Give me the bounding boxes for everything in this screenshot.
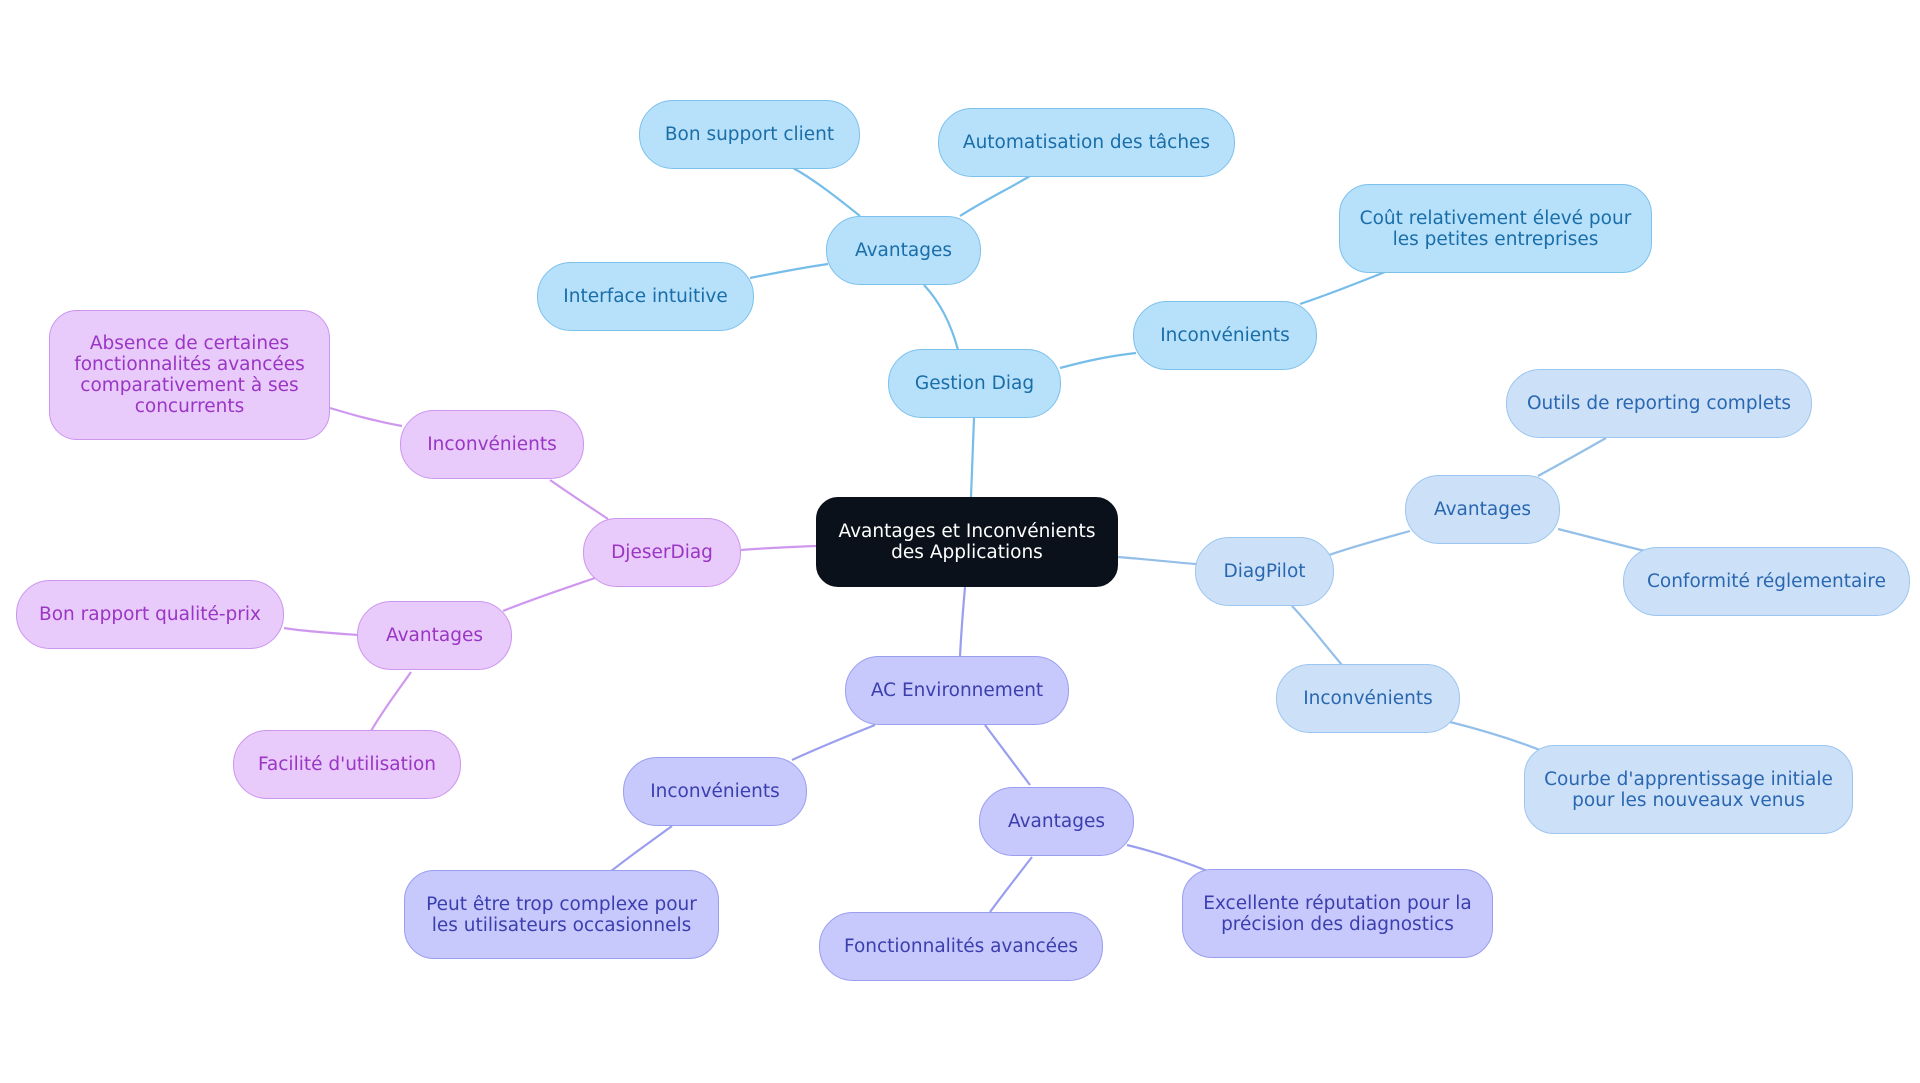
gestion-drawbacks-node: Inconvénients xyxy=(1133,301,1317,370)
djeserdiag-node: DjeserDiag xyxy=(583,518,741,587)
diagpilot-drawbacks-node: Inconvénients xyxy=(1276,664,1460,733)
diagpilot-adv-reporting-node: Outils de reporting complets xyxy=(1506,369,1812,438)
edge-ac-adv-reputation xyxy=(1126,843,1211,874)
gestion-draw-cost-node: Coût relativement élevé pour les petites… xyxy=(1339,184,1652,273)
edge-gestion-draw-cost xyxy=(1299,270,1386,306)
edge-gestion-adv-auto xyxy=(959,175,1031,217)
djeser-draw-absence-node: Absence de certaines fonctionnalités ava… xyxy=(49,310,330,440)
djeser-adv-facilite-node: Facilité d'utilisation xyxy=(233,730,461,799)
ac-advantages-node: Avantages xyxy=(979,787,1134,856)
djeser-drawbacks-node: Inconvénients xyxy=(400,410,584,479)
edge-djeser-drawbacks xyxy=(549,479,609,520)
edge-gestion-adv-interface xyxy=(749,262,829,280)
edge-center-ac xyxy=(958,586,967,658)
edge-diagpilot-drawbacks xyxy=(1291,605,1343,666)
gestion-advantages-node: Avantages xyxy=(826,216,981,285)
edge-gestion-drawbacks xyxy=(1059,351,1137,370)
edge-ac-adv-fonctions xyxy=(989,856,1033,913)
gestion-adv-support-node: Bon support client xyxy=(639,100,860,169)
edge-gestion-adv-support xyxy=(792,167,861,217)
djeser-adv-rapport-node: Bon rapport qualité-prix xyxy=(16,580,284,649)
gestion-diag-node: Gestion Diag xyxy=(888,349,1061,418)
diagpilot-node: DiagPilot xyxy=(1195,537,1334,606)
edge-center-gestion xyxy=(969,417,976,498)
edge-center-diagpilot xyxy=(1116,555,1197,566)
ac-drawbacks-node: Inconvénients xyxy=(623,757,807,826)
edge-diagpilot-adv-reporting xyxy=(1537,437,1607,477)
diagpilot-advantages-node: Avantages xyxy=(1405,475,1560,544)
gestion-adv-auto-node: Automatisation des tâches xyxy=(938,108,1235,177)
edge-diagpilot-draw-courbe xyxy=(1449,720,1546,754)
gestion-adv-interface-node: Interface intuitive xyxy=(537,262,754,331)
ac-adv-fonctions-node: Fonctionnalités avancées xyxy=(819,912,1103,981)
edge-diagpilot-advantages xyxy=(1328,529,1411,557)
edge-center-djeser xyxy=(740,544,817,552)
diagpilot-adv-conformite-node: Conformité réglementaire xyxy=(1623,547,1910,616)
edge-diagpilot-adv-conformite xyxy=(1557,527,1646,553)
edge-ac-drawbacks xyxy=(791,723,876,761)
edge-djeser-adv-rapport xyxy=(283,626,359,637)
edge-djeser-adv-facilite xyxy=(370,671,412,732)
edge-ac-draw-complex xyxy=(609,825,673,873)
ac-adv-reputation-node: Excellente réputation pour la précision … xyxy=(1182,869,1493,958)
ac-draw-complex-node: Peut être trop complexe pour les utilisa… xyxy=(404,870,719,959)
djeser-advantages-node: Avantages xyxy=(357,601,512,670)
ac-environnement-node: AC Environnement xyxy=(845,656,1069,725)
diagpilot-draw-courbe-node: Courbe d'apprentissage initiale pour les… xyxy=(1524,745,1853,834)
edge-djeser-advantages xyxy=(502,576,596,613)
edge-gestion-advantages xyxy=(923,284,960,351)
center-node: Avantages et Inconvénients des Applicati… xyxy=(816,497,1118,587)
edge-ac-advantages xyxy=(984,724,1031,786)
edge-djeser-draw-absence xyxy=(329,406,403,428)
